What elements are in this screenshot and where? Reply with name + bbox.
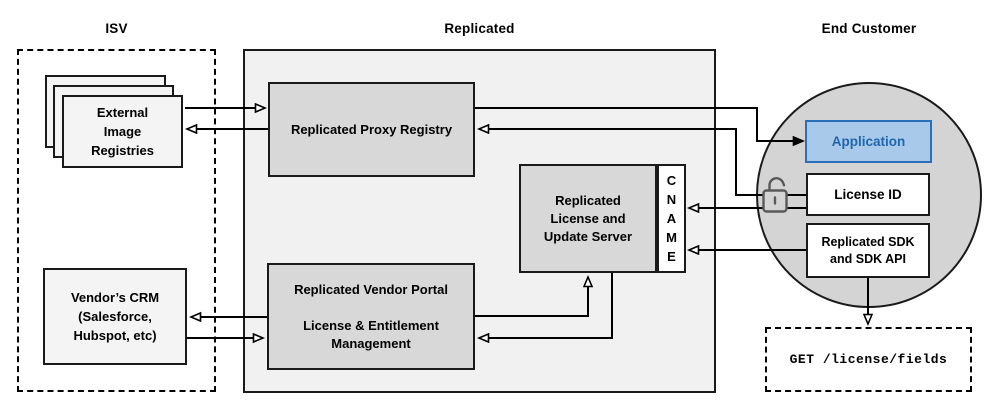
isv-section-title: ISV: [105, 21, 128, 36]
end-customer-section-title: End Customer: [821, 21, 917, 36]
replicated-proxy-registry-node: Replicated Proxy Registry: [268, 82, 475, 177]
replicated-vendor-portal-node: Replicated Vendor Portal License & Entit…: [267, 263, 475, 370]
application-node: Application: [805, 120, 932, 163]
cname-node: C N A M E: [657, 164, 686, 273]
license-id-node: License ID: [806, 173, 930, 216]
get-license-fields-node: GET /license/fields: [765, 327, 972, 392]
replicated-section-title: Replicated: [444, 21, 515, 36]
vendors-crm-node: Vendor’s CRM (Salesforce, Hubspot, etc): [43, 268, 187, 365]
replicated-license-update-server-node: Replicated License and Update Server: [519, 164, 657, 273]
replicated-sdk-node: Replicated SDK and SDK API: [806, 223, 930, 278]
external-image-registries-node: External Image Registries: [62, 95, 183, 168]
